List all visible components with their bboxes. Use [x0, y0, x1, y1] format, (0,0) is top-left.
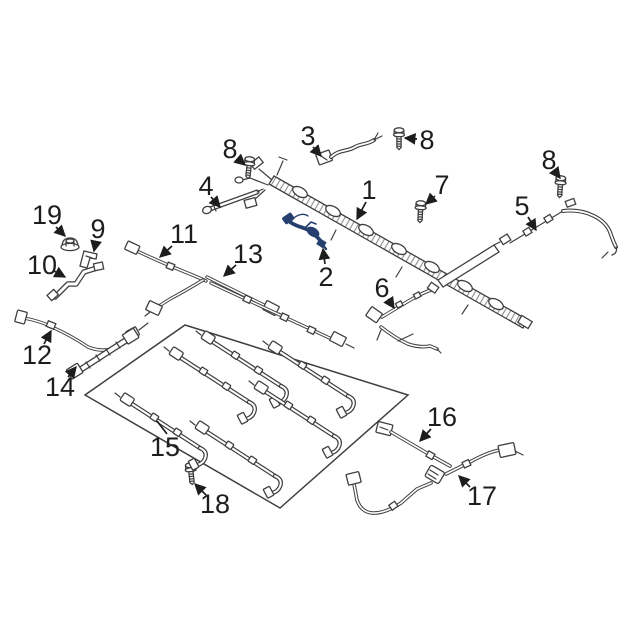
part-8b-bolt-icon [392, 127, 406, 151]
callout-15: 15 [150, 420, 180, 462]
callout-4-label: 4 [198, 171, 213, 201]
callout-16-label: 16 [427, 402, 457, 432]
callout-17-label: 17 [467, 481, 497, 511]
callout-10: 10 [27, 250, 67, 280]
callout-6-arrow [383, 295, 395, 310]
callout-8b-arrow [403, 132, 418, 145]
callout-8a: 8 [222, 134, 247, 166]
part-6-harness-artwork [365, 281, 442, 354]
callout-4-arrow [208, 195, 221, 209]
callout-6-label: 6 [374, 273, 389, 303]
callout-7-arrow [424, 192, 438, 205]
part-8c-bolt-icon [553, 174, 568, 199]
part-14-link-artwork [65, 327, 140, 380]
callout-2-label: 2 [318, 262, 333, 292]
callout-13-arrow [222, 264, 237, 277]
callout-18-label: 18 [200, 489, 230, 519]
callout-13: 13 [222, 239, 263, 277]
callout-3-arrow [309, 144, 322, 158]
callout-13-label: 13 [233, 239, 263, 269]
kit-cable-drawing [249, 381, 340, 459]
callout-11-label: 11 [170, 219, 198, 249]
callout-12: 12 [22, 329, 52, 370]
callout-1-label: 1 [361, 175, 376, 205]
callout-12-label: 12 [22, 340, 52, 370]
callout-19-arrow [53, 224, 66, 237]
callout-19: 19 [32, 200, 66, 237]
part-13-cable-artwork [205, 275, 355, 349]
callout-12-arrow [40, 329, 52, 345]
callout-3: 3 [300, 121, 322, 158]
part-16-harness-artwork [345, 421, 452, 515]
part-3-bracket-artwork [315, 132, 383, 166]
callout-2-arrow [318, 247, 331, 265]
callout-14-label: 14 [45, 372, 75, 402]
callout-8b: 8 [403, 125, 435, 155]
callout-8c: 8 [541, 145, 561, 180]
part-5-cable-artwork [498, 197, 618, 259]
part-2-selected-artwork [282, 212, 328, 251]
callout-10-arrow [52, 266, 67, 278]
callout-1: 1 [356, 175, 377, 221]
part-9-bracket-artwork [79, 250, 98, 269]
callout-8c-label: 8 [541, 145, 556, 175]
callout-14: 14 [45, 365, 77, 402]
callout-5-label: 5 [514, 191, 529, 221]
callout-19-label: 19 [32, 200, 62, 230]
callout-18-arrow [194, 483, 207, 496]
callout-16: 16 [419, 402, 457, 443]
callout-6: 6 [374, 273, 395, 310]
callout-7: 7 [424, 170, 450, 205]
callout-8c-arrow [548, 165, 561, 180]
part-1-main-harness-artwork [234, 156, 534, 330]
callout-4: 4 [198, 171, 221, 209]
callout-5-arrow [525, 216, 537, 232]
callout-8b-label: 8 [419, 125, 434, 155]
callout-1-arrow [356, 201, 368, 221]
callout-11: 11 [158, 219, 198, 258]
callout-7-label: 7 [434, 170, 449, 200]
part-7-bolt-icon [413, 199, 428, 224]
callout-8a-label: 8 [222, 134, 237, 164]
callout-8a-arrow [233, 153, 247, 166]
part-10-bracket-artwork [46, 261, 105, 302]
callout-9-arrow [90, 239, 102, 253]
callout-15-label: 15 [150, 432, 180, 462]
callout-17-arrow [458, 475, 471, 488]
callout-5: 5 [514, 191, 537, 232]
callout-15-leader-line [156, 420, 168, 435]
callout-3-label: 3 [300, 121, 315, 151]
callout-17: 17 [458, 475, 497, 511]
callout-11-arrow [158, 245, 173, 258]
callout-2: 2 [318, 247, 334, 292]
part-17-cable-artwork [444, 442, 524, 476]
callout-16-arrow [419, 428, 432, 443]
callout-18: 18 [194, 483, 230, 519]
callout-9-label: 9 [90, 214, 105, 244]
callout-9: 9 [90, 214, 106, 253]
callout-14-arrow [64, 365, 77, 379]
callout-10-label: 10 [27, 250, 57, 280]
part-19-grommet-artwork [60, 237, 80, 252]
part-15-kit-artwork [83, 324, 410, 509]
part-11-cable-artwork [124, 240, 208, 317]
